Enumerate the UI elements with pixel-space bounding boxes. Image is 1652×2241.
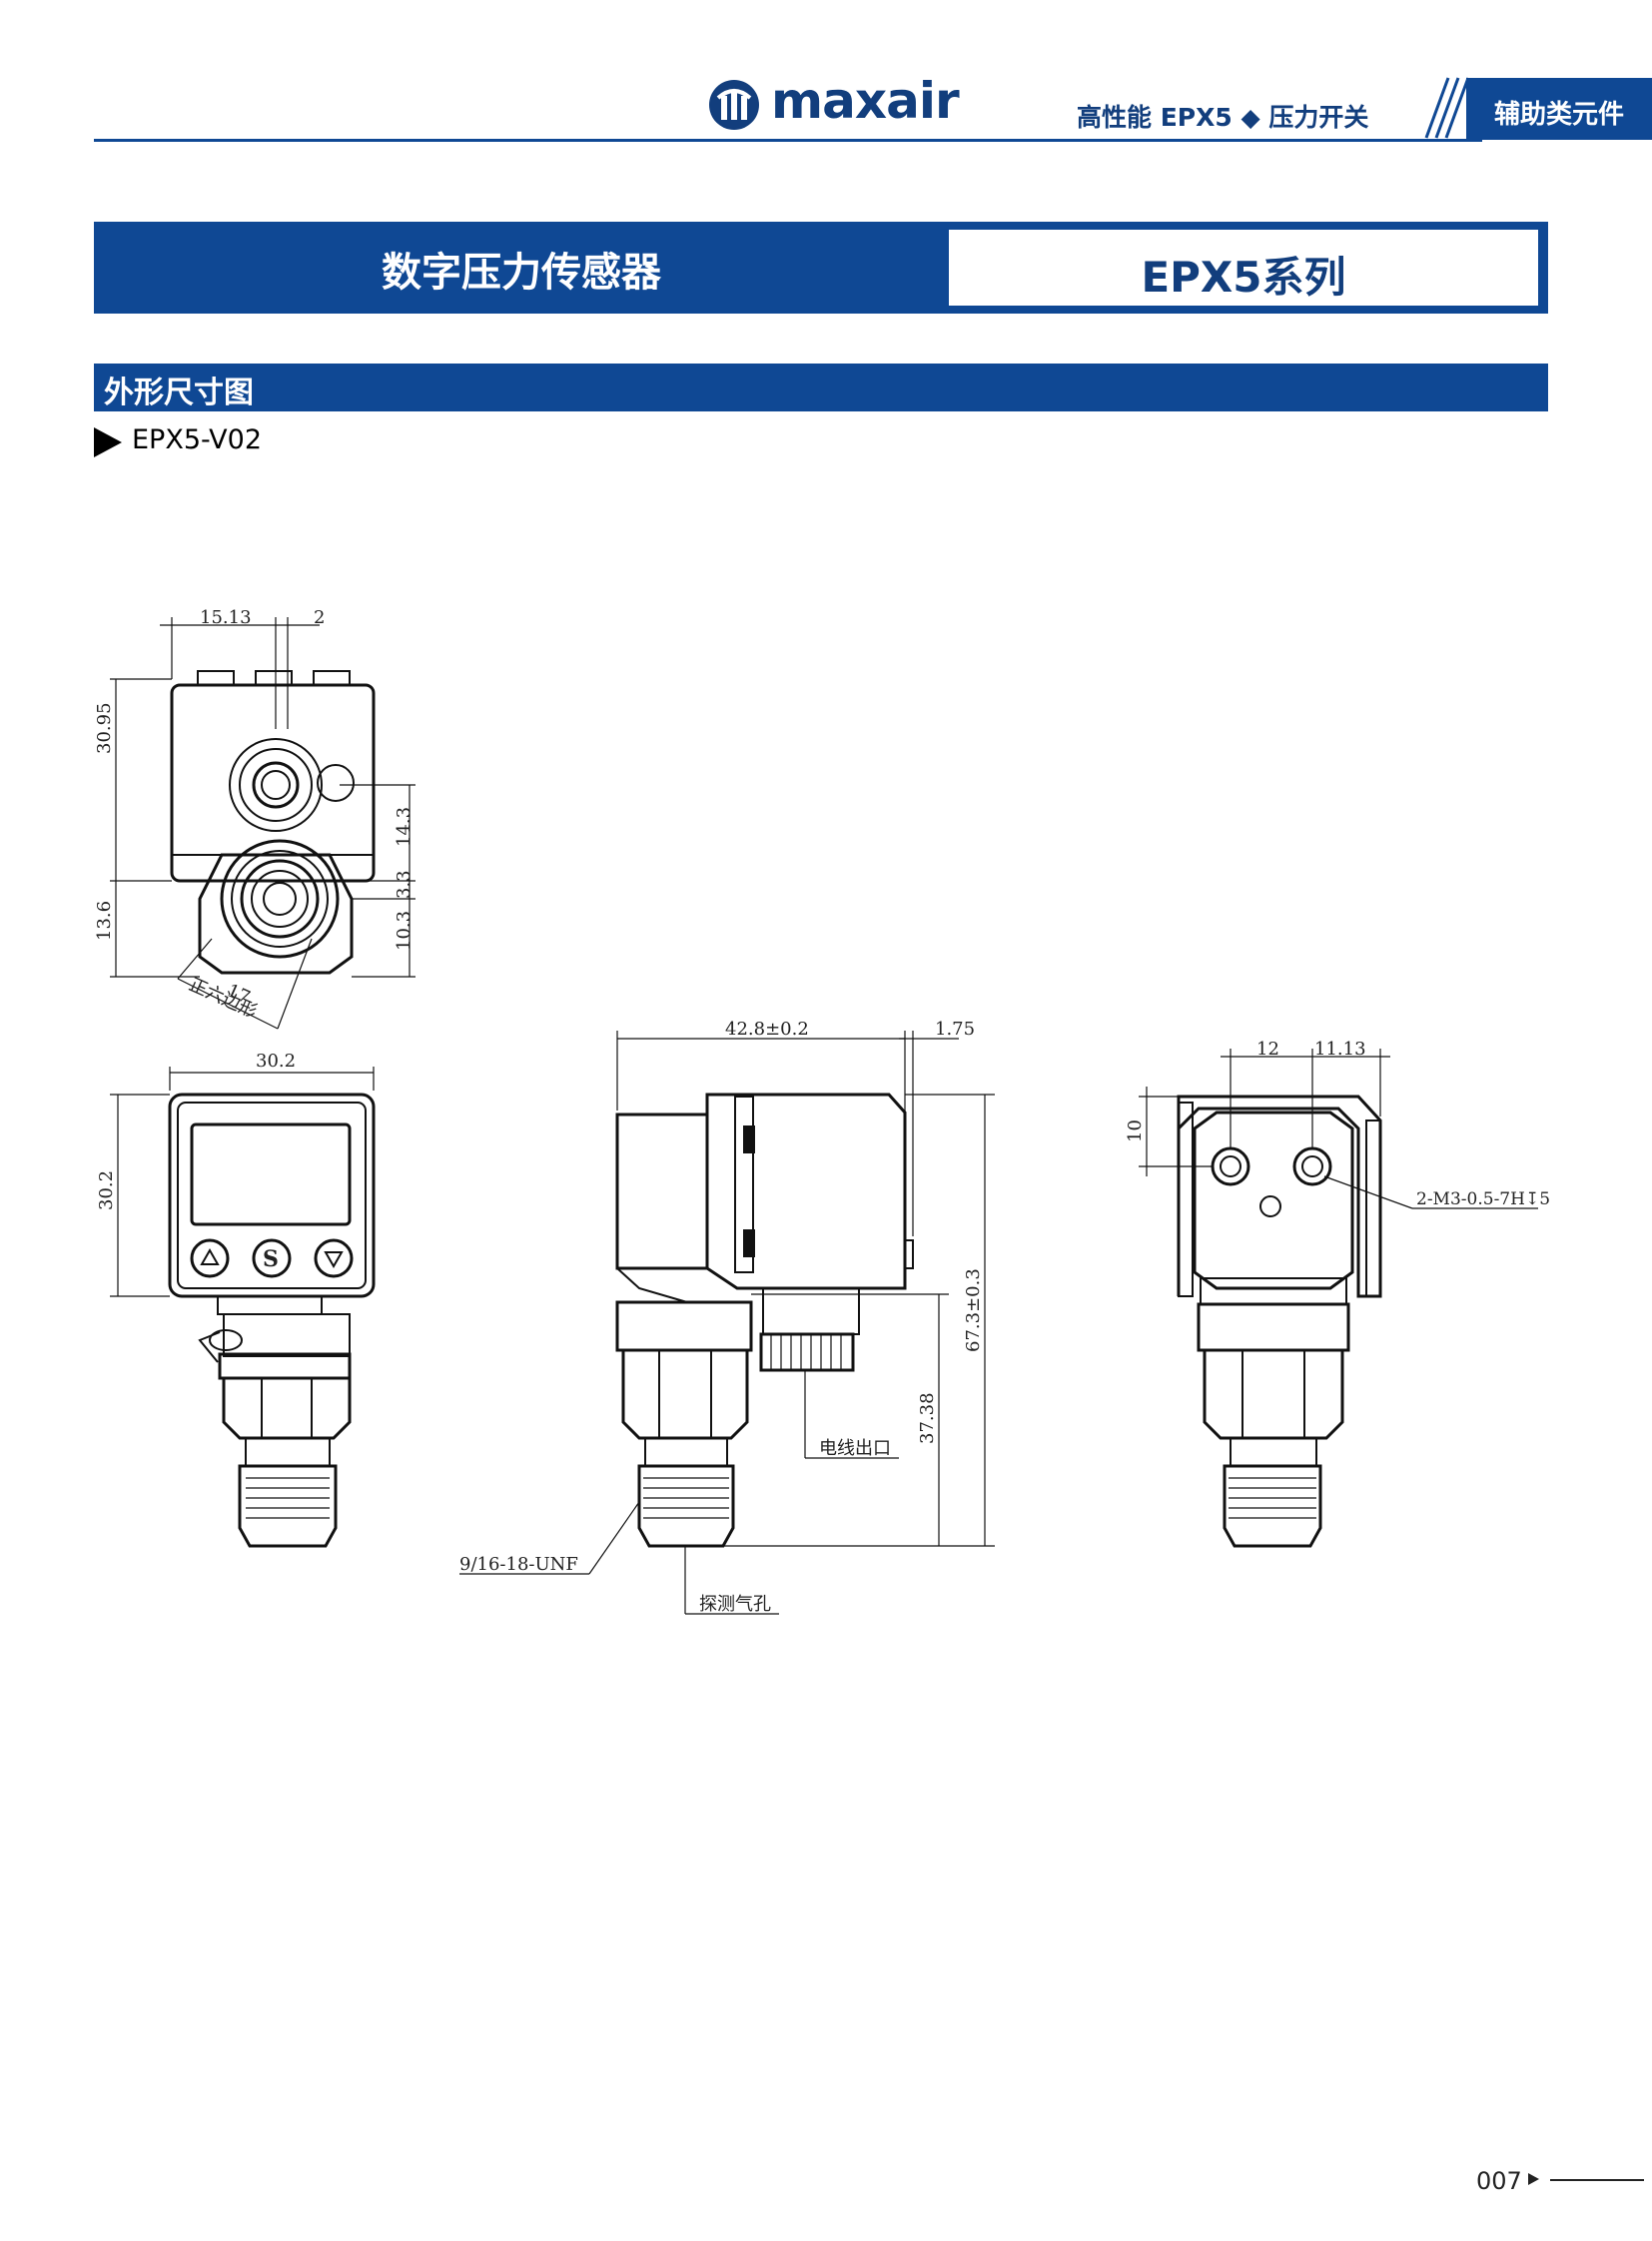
dim-top-right-c: 10.3 bbox=[394, 911, 414, 951]
series-box bbox=[949, 230, 1538, 306]
dim-top-lower: 13.6 bbox=[94, 901, 115, 941]
page-number: 007 bbox=[1476, 2167, 1522, 2195]
top-view: 15.13 2 30.95 13.6 14.3 3.3 10.3 17 正六边形 bbox=[94, 607, 415, 1030]
dim-back-a: 12 bbox=[1256, 1039, 1279, 1060]
dim-side-length: 42.8±0.2 bbox=[725, 1019, 809, 1040]
set-button-label: S bbox=[263, 1246, 279, 1272]
dim-back-c: 10 bbox=[1125, 1120, 1146, 1142]
thread-label: 9/16-18-UNF bbox=[459, 1554, 578, 1575]
side-view: 42.8±0.2 1.75 67.3±0.3 37.38 电线出口 9/16-1… bbox=[459, 1019, 995, 1615]
brand-name: maxair bbox=[771, 72, 960, 130]
header-tab-label: 辅助类元件 bbox=[1493, 100, 1624, 130]
model-label: EPX5-V02 bbox=[132, 424, 263, 455]
front-view: S 30.2 30.2 bbox=[96, 1051, 376, 1548]
series-title: EPX5系列 bbox=[1141, 253, 1346, 302]
wire-outlet-label: 电线出口 bbox=[819, 1438, 891, 1459]
dim-top-width: 15.13 bbox=[200, 607, 252, 628]
hex-note: 正六边形 bbox=[186, 974, 260, 1022]
dim-back-b: 11.13 bbox=[1314, 1039, 1366, 1060]
dim-top-height: 30.95 bbox=[94, 702, 115, 754]
dim-front-width: 30.2 bbox=[256, 1051, 296, 1072]
page-arrow-icon bbox=[1528, 2173, 1539, 2185]
product-title: 数字压力传感器 bbox=[382, 250, 661, 296]
dim-top-right-b: 3.3 bbox=[394, 870, 414, 899]
dim-top-offset: 2 bbox=[314, 607, 325, 628]
header-slashes bbox=[1424, 77, 1470, 139]
dim-side-small: 1.75 bbox=[935, 1019, 975, 1040]
header-rule bbox=[94, 139, 1482, 142]
section-bar bbox=[94, 364, 1548, 411]
triangle-bullet-icon bbox=[94, 427, 122, 457]
thread-note: 2-M3-0.5-7H↧5 bbox=[1416, 1189, 1550, 1209]
dim-side-total: 67.3±0.3 bbox=[963, 1268, 984, 1352]
header-tab: 辅助类元件 bbox=[1466, 78, 1652, 140]
section-heading: 外形尺寸图 bbox=[104, 375, 254, 410]
header-category: 高性能 EPX5 ◆ 压力开关 bbox=[1077, 103, 1369, 132]
maxair-logo-icon bbox=[709, 80, 759, 130]
page-rule bbox=[1550, 2179, 1644, 2181]
dim-front-height: 30.2 bbox=[96, 1170, 117, 1210]
dim-side-body: 37.38 bbox=[917, 1392, 938, 1444]
sensing-hole-label: 探测气孔 bbox=[699, 1594, 771, 1615]
back-view: 12 11.13 10 2-M3-0.5-7H↧5 bbox=[1125, 1039, 1550, 1548]
dimension-drawing: 15.13 2 30.95 13.6 14.3 3.3 10.3 17 正六边形… bbox=[94, 607, 1550, 1615]
dim-top-right-a: 14.3 bbox=[394, 807, 414, 847]
